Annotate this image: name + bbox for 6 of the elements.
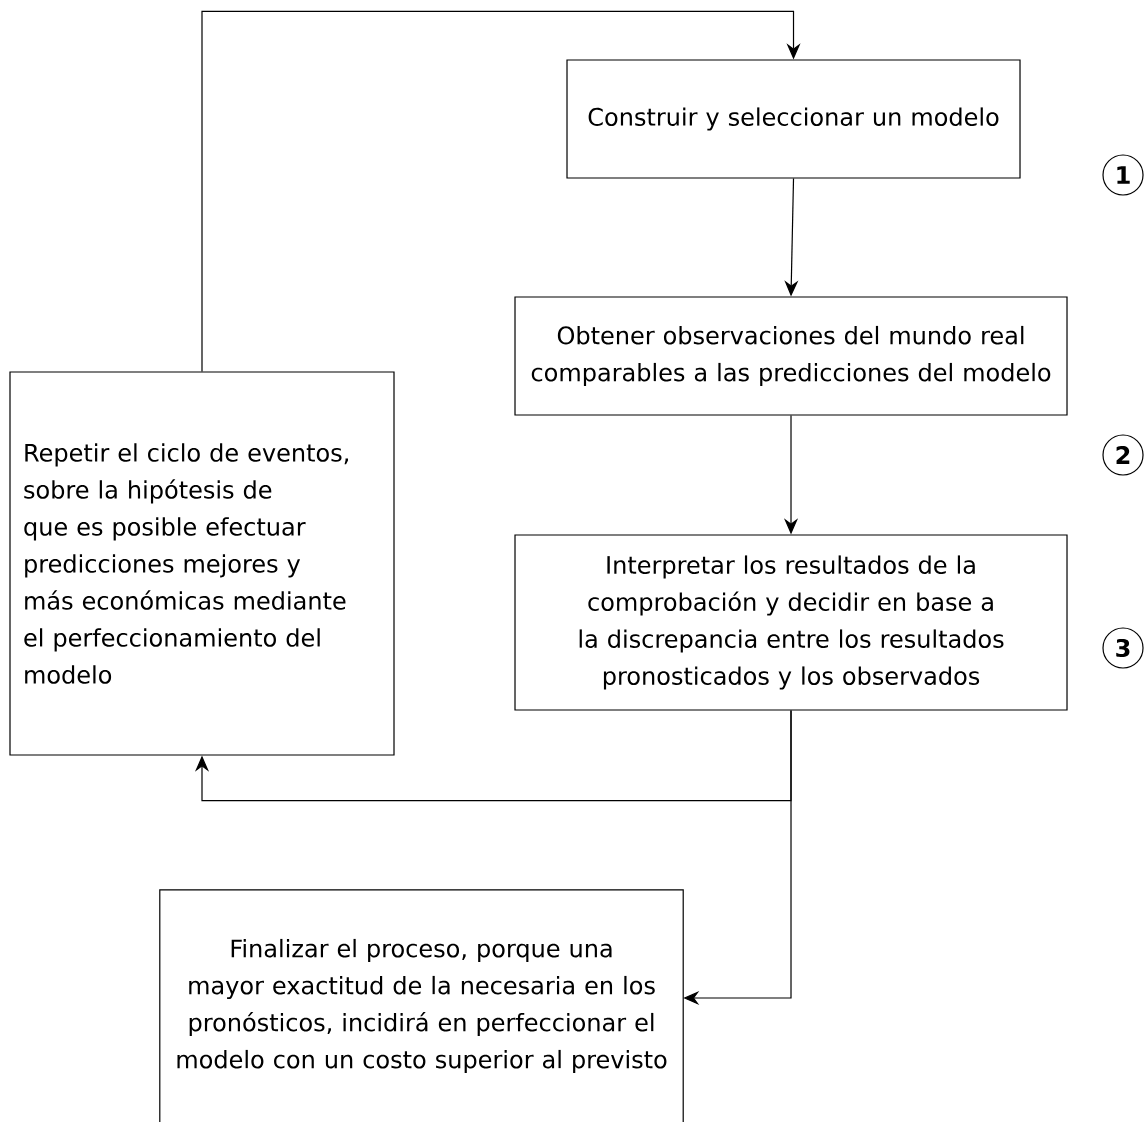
- process-box: Obtener observaciones del mundo real comparables a las predicciones del modelo: [514, 296, 1068, 416]
- process-box: Construir y seleccionar un modelo: [566, 59, 1021, 179]
- process-box: Interpretar los resultados de la comprobación y decidir en base a la discrepancia entre los resultados pronosticados y los observados: [514, 534, 1068, 711]
- arrow: [201, 10, 801, 372]
- process-box: Repetir el ciclo de eventos, sobre la hipótesis de que es posible efectuar predicciones mejores y más económicas mediante el perfeccionamiento del modelo: [9, 371, 395, 756]
- process-box: Finalizar el proceso, porque una mayor exactitud de la necesaria en los pronósticos, incidirá en perfeccionar el modelo con un costo superior al previsto: [159, 889, 684, 1122]
